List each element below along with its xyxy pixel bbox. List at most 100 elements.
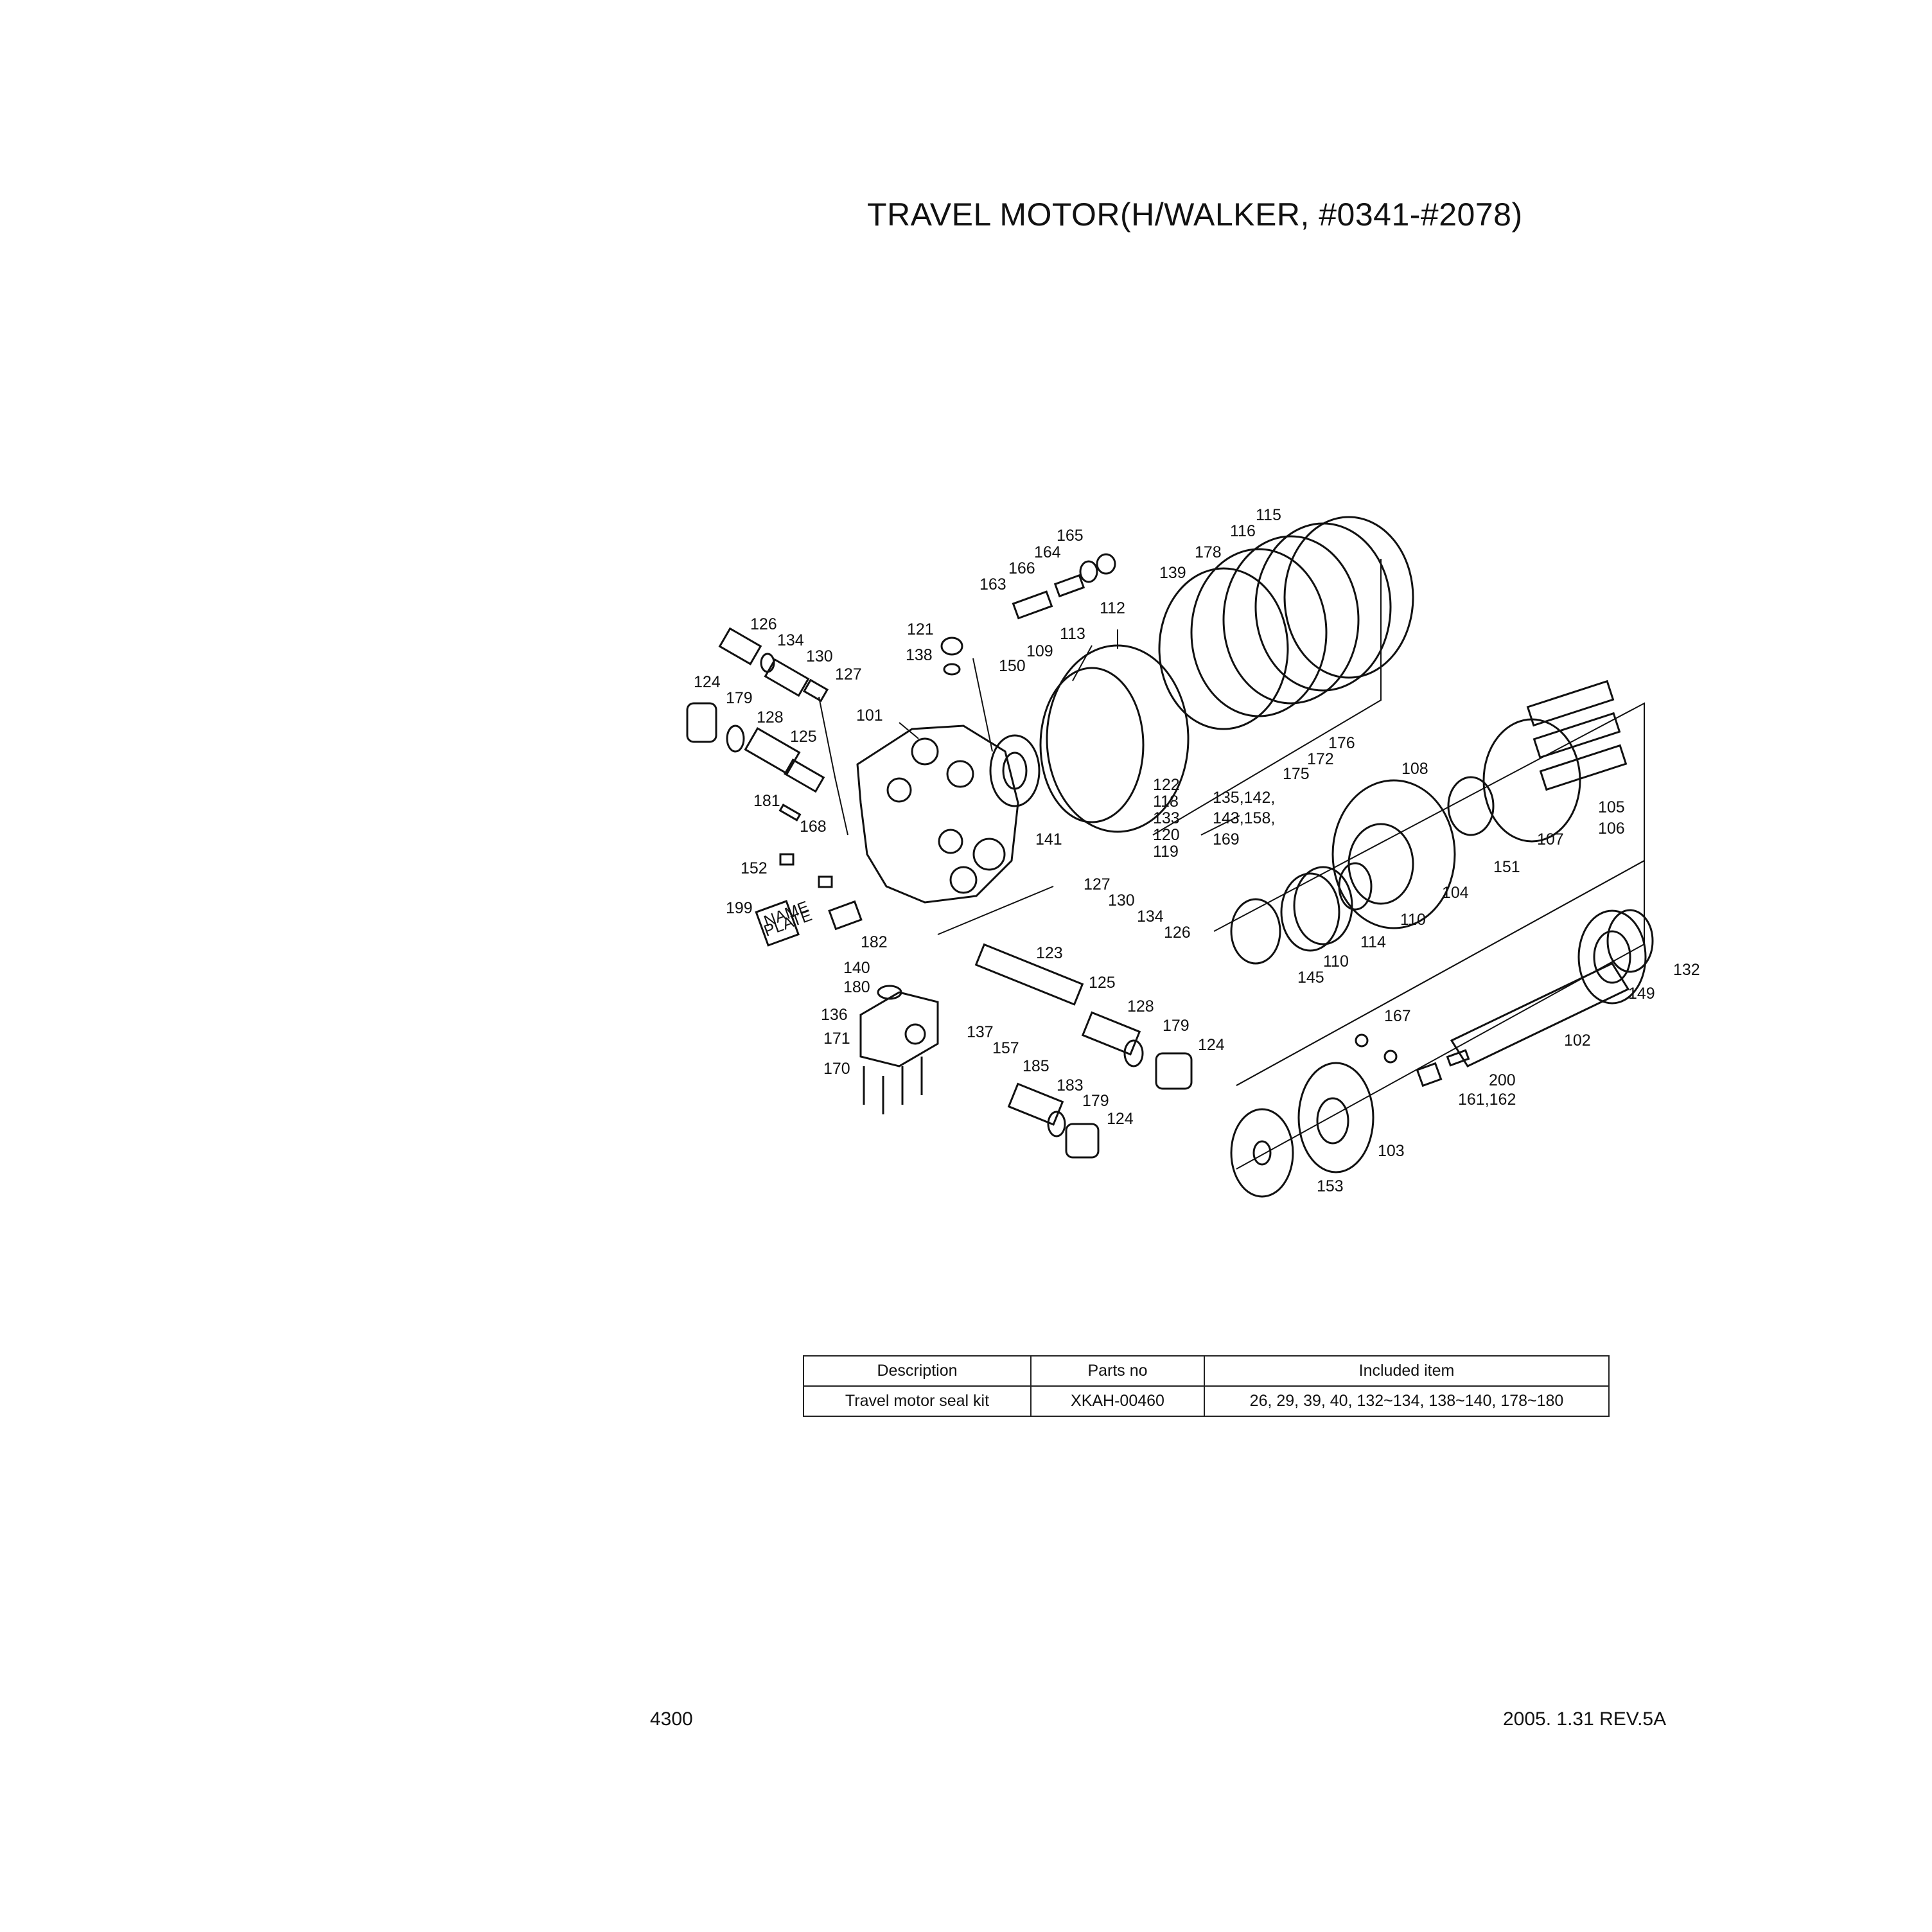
callout-label: 138 bbox=[906, 646, 933, 664]
callout-label: 134 bbox=[777, 631, 804, 649]
callout-label: 183 bbox=[1057, 1076, 1084, 1094]
valve-block-port bbox=[904, 1023, 926, 1045]
spring-200 bbox=[1446, 1049, 1470, 1067]
callout-label: 163 bbox=[979, 575, 1006, 593]
ball-167b bbox=[1383, 1049, 1398, 1064]
callout-label: 152 bbox=[741, 859, 768, 877]
pin-161 bbox=[1416, 1062, 1443, 1087]
callout-label: 101 bbox=[856, 707, 883, 724]
valve-block-136 bbox=[859, 991, 939, 1067]
callout-label: 165 bbox=[1057, 527, 1084, 545]
plug-126 bbox=[718, 627, 762, 665]
ball-167 bbox=[1355, 1033, 1369, 1048]
callout-label: 113 bbox=[1060, 625, 1085, 643]
seal-kit-table: Description Parts no Included item Trave… bbox=[803, 1355, 1610, 1417]
plate-153-hole bbox=[1252, 1140, 1272, 1166]
bearing-149-inner bbox=[1593, 930, 1631, 984]
spring-128b bbox=[1081, 1011, 1141, 1056]
bracket-shaft bbox=[1236, 859, 1645, 1170]
callout-label: 132 bbox=[1673, 961, 1700, 979]
description-cell: Travel motor seal kit bbox=[803, 1385, 1032, 1417]
callout-label: 172 bbox=[1307, 750, 1334, 768]
plug-121 bbox=[940, 637, 963, 656]
callout-label: 200 bbox=[1489, 1071, 1516, 1089]
poppet-127 bbox=[802, 678, 829, 703]
callout-label: 153 bbox=[1317, 1177, 1344, 1195]
callout-label: 179 bbox=[1082, 1092, 1109, 1110]
ball-guide-108 bbox=[1447, 776, 1495, 836]
callout-label: 179 bbox=[1163, 1017, 1190, 1035]
callout-label: 127 bbox=[835, 665, 862, 683]
plate-115b bbox=[1283, 516, 1414, 679]
callout-label: 124 bbox=[694, 673, 721, 691]
swash-plate-103 bbox=[1297, 1062, 1374, 1173]
washer-164 bbox=[1079, 560, 1098, 583]
callout-label: 115 bbox=[1256, 506, 1281, 524]
plug-124 bbox=[686, 702, 717, 743]
callout-label: 140 bbox=[843, 959, 870, 977]
callout-label: 178 bbox=[1195, 543, 1222, 561]
callout-label: 126 bbox=[750, 615, 777, 633]
piston-105 bbox=[1539, 744, 1628, 791]
callout-label: 116 bbox=[1230, 522, 1256, 540]
drive-shaft-102 bbox=[1450, 962, 1630, 1067]
spring-114b bbox=[1293, 866, 1353, 945]
callout-label: 107 bbox=[1537, 830, 1564, 848]
housing-port bbox=[886, 777, 912, 803]
plug-152 bbox=[779, 853, 795, 866]
spring-183 bbox=[1007, 1082, 1064, 1126]
spring-128 bbox=[744, 726, 801, 775]
callout-label: 124 bbox=[1198, 1036, 1225, 1054]
callout-label: 125 bbox=[790, 728, 817, 746]
callout-label: 130 bbox=[1108, 891, 1135, 909]
callout-label: 145 bbox=[1297, 969, 1324, 987]
description-header: Description bbox=[803, 1355, 1032, 1387]
callout-label: 130 bbox=[806, 647, 833, 665]
housing-port bbox=[946, 760, 974, 788]
oring-138 bbox=[943, 663, 961, 676]
callout-label: 143,158, bbox=[1213, 809, 1275, 827]
table-row: Travel motor seal kit XKAH-00460 26, 29,… bbox=[803, 1385, 1610, 1417]
callout-label: 114 bbox=[1360, 933, 1386, 951]
callout-label: 176 bbox=[1328, 734, 1355, 752]
spring-130 bbox=[764, 658, 810, 698]
piston-105 bbox=[1526, 680, 1615, 727]
callout-label: 134 bbox=[1137, 908, 1164, 926]
callout-label: 122 bbox=[1153, 776, 1180, 794]
bearing-150 bbox=[989, 734, 1041, 807]
pin-181 bbox=[778, 804, 802, 821]
callout-label: 169 bbox=[1213, 830, 1240, 848]
oring-179c bbox=[1047, 1111, 1066, 1137]
leader bbox=[1200, 815, 1240, 836]
name-plate bbox=[755, 900, 800, 947]
bracket-brake bbox=[1152, 559, 1382, 836]
revision-date: 2005. 1.31 REV.5A bbox=[1503, 1708, 1667, 1730]
callout-label: 136 bbox=[821, 1006, 848, 1024]
piston-105 bbox=[1532, 712, 1621, 759]
callout-label: 118 bbox=[1153, 793, 1179, 811]
included-item-header: Included item bbox=[1204, 1355, 1610, 1387]
plug-163 bbox=[1012, 590, 1053, 620]
leader bbox=[972, 658, 993, 752]
brake-piston-112-inner bbox=[1039, 667, 1145, 823]
bearing-150-inner bbox=[1002, 751, 1028, 790]
callout-label: 135,142, bbox=[1213, 789, 1275, 807]
callout-label: 108 bbox=[1401, 760, 1428, 778]
spring-166 bbox=[1053, 574, 1085, 598]
cylinder-block-104 bbox=[1331, 779, 1456, 929]
callout-label: 127 bbox=[1084, 875, 1111, 893]
callout-label: 110 bbox=[1400, 911, 1426, 929]
table-header-row: Description Parts no Included item bbox=[803, 1355, 1610, 1387]
oring-180 bbox=[877, 985, 902, 1000]
ring-165 bbox=[1096, 553, 1116, 575]
callout-label: 125 bbox=[1089, 974, 1116, 992]
plate-116 bbox=[1222, 535, 1360, 705]
callout-label: 128 bbox=[757, 708, 784, 726]
leader bbox=[1072, 645, 1093, 681]
oring-179 bbox=[726, 724, 745, 753]
callout-label: 137 bbox=[967, 1023, 994, 1041]
page-title: TRAVEL MOTOR(H/WALKER, #0341-#2078) bbox=[867, 197, 1523, 233]
callout-label: 166 bbox=[1008, 559, 1035, 577]
leader bbox=[899, 722, 919, 739]
